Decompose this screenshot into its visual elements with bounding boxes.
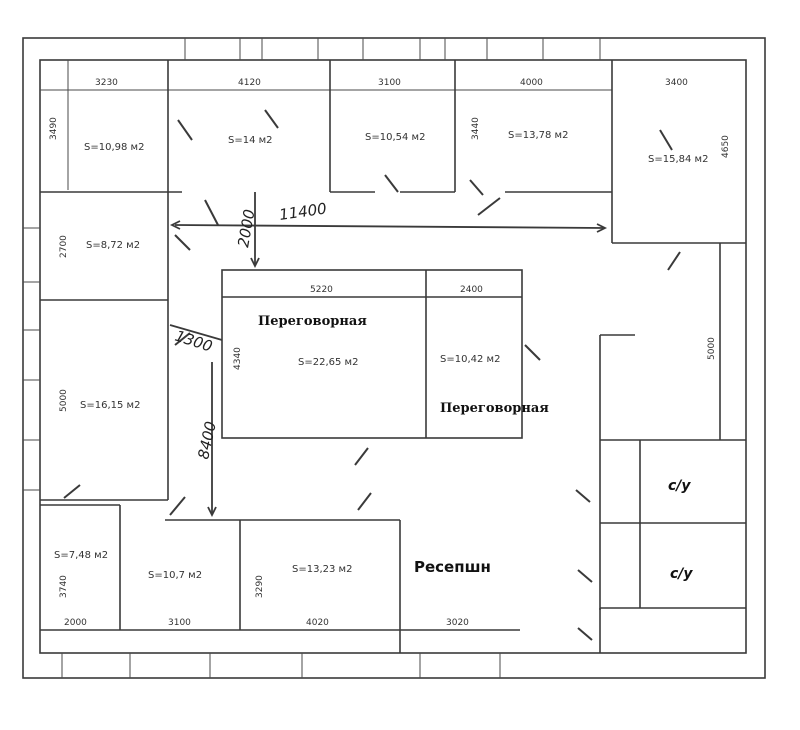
area-r10: S=7,48 м2 [54,550,108,561]
dim-r4-h: 3440 [471,117,481,140]
dim-r6-h: 2700 [59,235,69,258]
top-windows [23,38,601,678]
dim-diag1: 1300 [173,327,215,356]
dim-r11-w: 3100 [168,618,191,628]
area-r3: S=10,54 м2 [365,132,425,143]
area-r12: S=13,23 м2 [292,564,352,575]
dim-r12-w: 4020 [306,618,329,628]
area-r2: S=14 м2 [228,135,273,146]
dim-r10-w: 2000 [64,618,87,628]
dim-r8-w: 5220 [310,285,333,295]
label-wc-1: с/у [668,478,691,494]
dim-r3-w: 3100 [378,78,401,88]
label-wc-2: с/у [670,566,693,582]
area-r8: S=22,65 м2 [298,357,358,368]
area-r4: S=13,78 м2 [508,130,568,141]
outer-wall [22,37,766,679]
label-meeting-room-1: Переговорная [258,314,367,329]
inner-wall [39,59,747,654]
dim-r2-w: 4120 [238,78,261,88]
dim-r1-w: 3230 [95,78,118,88]
dim-diag2: 8400 [194,420,220,461]
area-r5: S=15,84 м2 [648,154,708,165]
area-r11: S=10,7 м2 [148,570,202,581]
area-r9: S=10,42 м2 [440,354,500,365]
area-r7: S=16,15 м2 [80,400,140,411]
dim-r5-h: 4650 [721,135,731,158]
dim-bottom: 3020 [446,618,469,628]
dim-corridor-long: 11400 [278,199,328,223]
dim-r5-w: 3400 [665,78,688,88]
dim-r8-h: 4340 [233,347,243,370]
label-meeting-room-2: Переговорная [440,401,549,416]
dim-right: 5000 [707,337,717,360]
room-walls [40,60,746,653]
top-dim-lines [40,60,612,190]
dim-r12-h: 3290 [255,575,265,598]
dim-r1-h: 3490 [49,117,59,140]
dim-r7-h: 5000 [59,389,69,412]
area-r6: S=8,72 м2 [86,240,140,251]
dim-r10-h: 3740 [59,575,69,598]
corridor-dim-arrows [169,192,608,518]
dim-r9-w: 2400 [460,285,483,295]
label-reception: Ресепшн [414,558,491,576]
area-r1: S=10,98 м2 [84,142,144,153]
dim-r4-w: 4000 [520,78,543,88]
doors [63,109,681,641]
